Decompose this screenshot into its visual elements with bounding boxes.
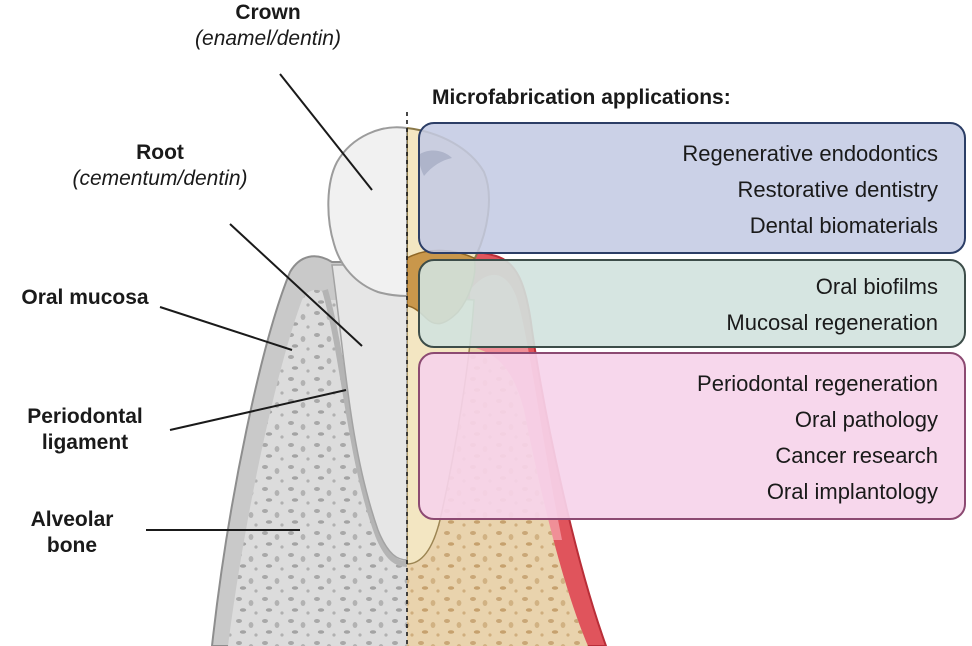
application-item: Oral pathology — [794, 407, 938, 432]
periodontal-ligament-leader-line — [169, 389, 347, 431]
application-item: Dental biomaterials — [749, 213, 938, 238]
root-title: Root — [136, 141, 184, 164]
root-healthy — [331, 264, 407, 561]
healthy-half — [210, 126, 407, 646]
alveolar-bone-label: Alveolar bone — [30, 508, 114, 557]
mucosa-applications-box: Oral biofilms Mucosal regeneration — [418, 259, 966, 348]
oral-mucosa-label: Oral mucosa — [21, 286, 149, 309]
periodontal-ligament-healthy — [322, 289, 407, 567]
application-item: Periodontal regeneration — [697, 371, 938, 396]
periodontium-applications-box: Periodontal regeneration Oral pathology … — [418, 352, 966, 520]
root-label: Root (cementum/dentin) — [60, 140, 260, 191]
crown-healthy — [327, 126, 407, 297]
application-item: Restorative dentistry — [737, 177, 938, 202]
periodontal-ligament-label: Periodontal ligament — [27, 405, 143, 454]
application-item: Oral implantology — [766, 479, 938, 504]
root-subtitle: (cementum/dentin) — [72, 166, 248, 190]
application-item: Regenerative endodontics — [682, 141, 938, 166]
root-leader-line — [229, 223, 363, 347]
crown-title: Crown — [235, 1, 301, 24]
crown-label: Crown (enamel/dentin) — [168, 0, 368, 51]
oral-mucosa-leader-line — [159, 306, 293, 351]
applications-title: Microfabrication applications: — [432, 86, 731, 109]
crown-subtitle: (enamel/dentin) — [195, 26, 341, 50]
application-item: Mucosal regeneration — [726, 310, 938, 335]
application-item: Cancer research — [775, 443, 938, 468]
crown-leader-line — [279, 73, 373, 191]
application-item: Oral biofilms — [815, 274, 938, 299]
tooth-applications-box: Regenerative endodontics Restorative den… — [418, 122, 966, 254]
